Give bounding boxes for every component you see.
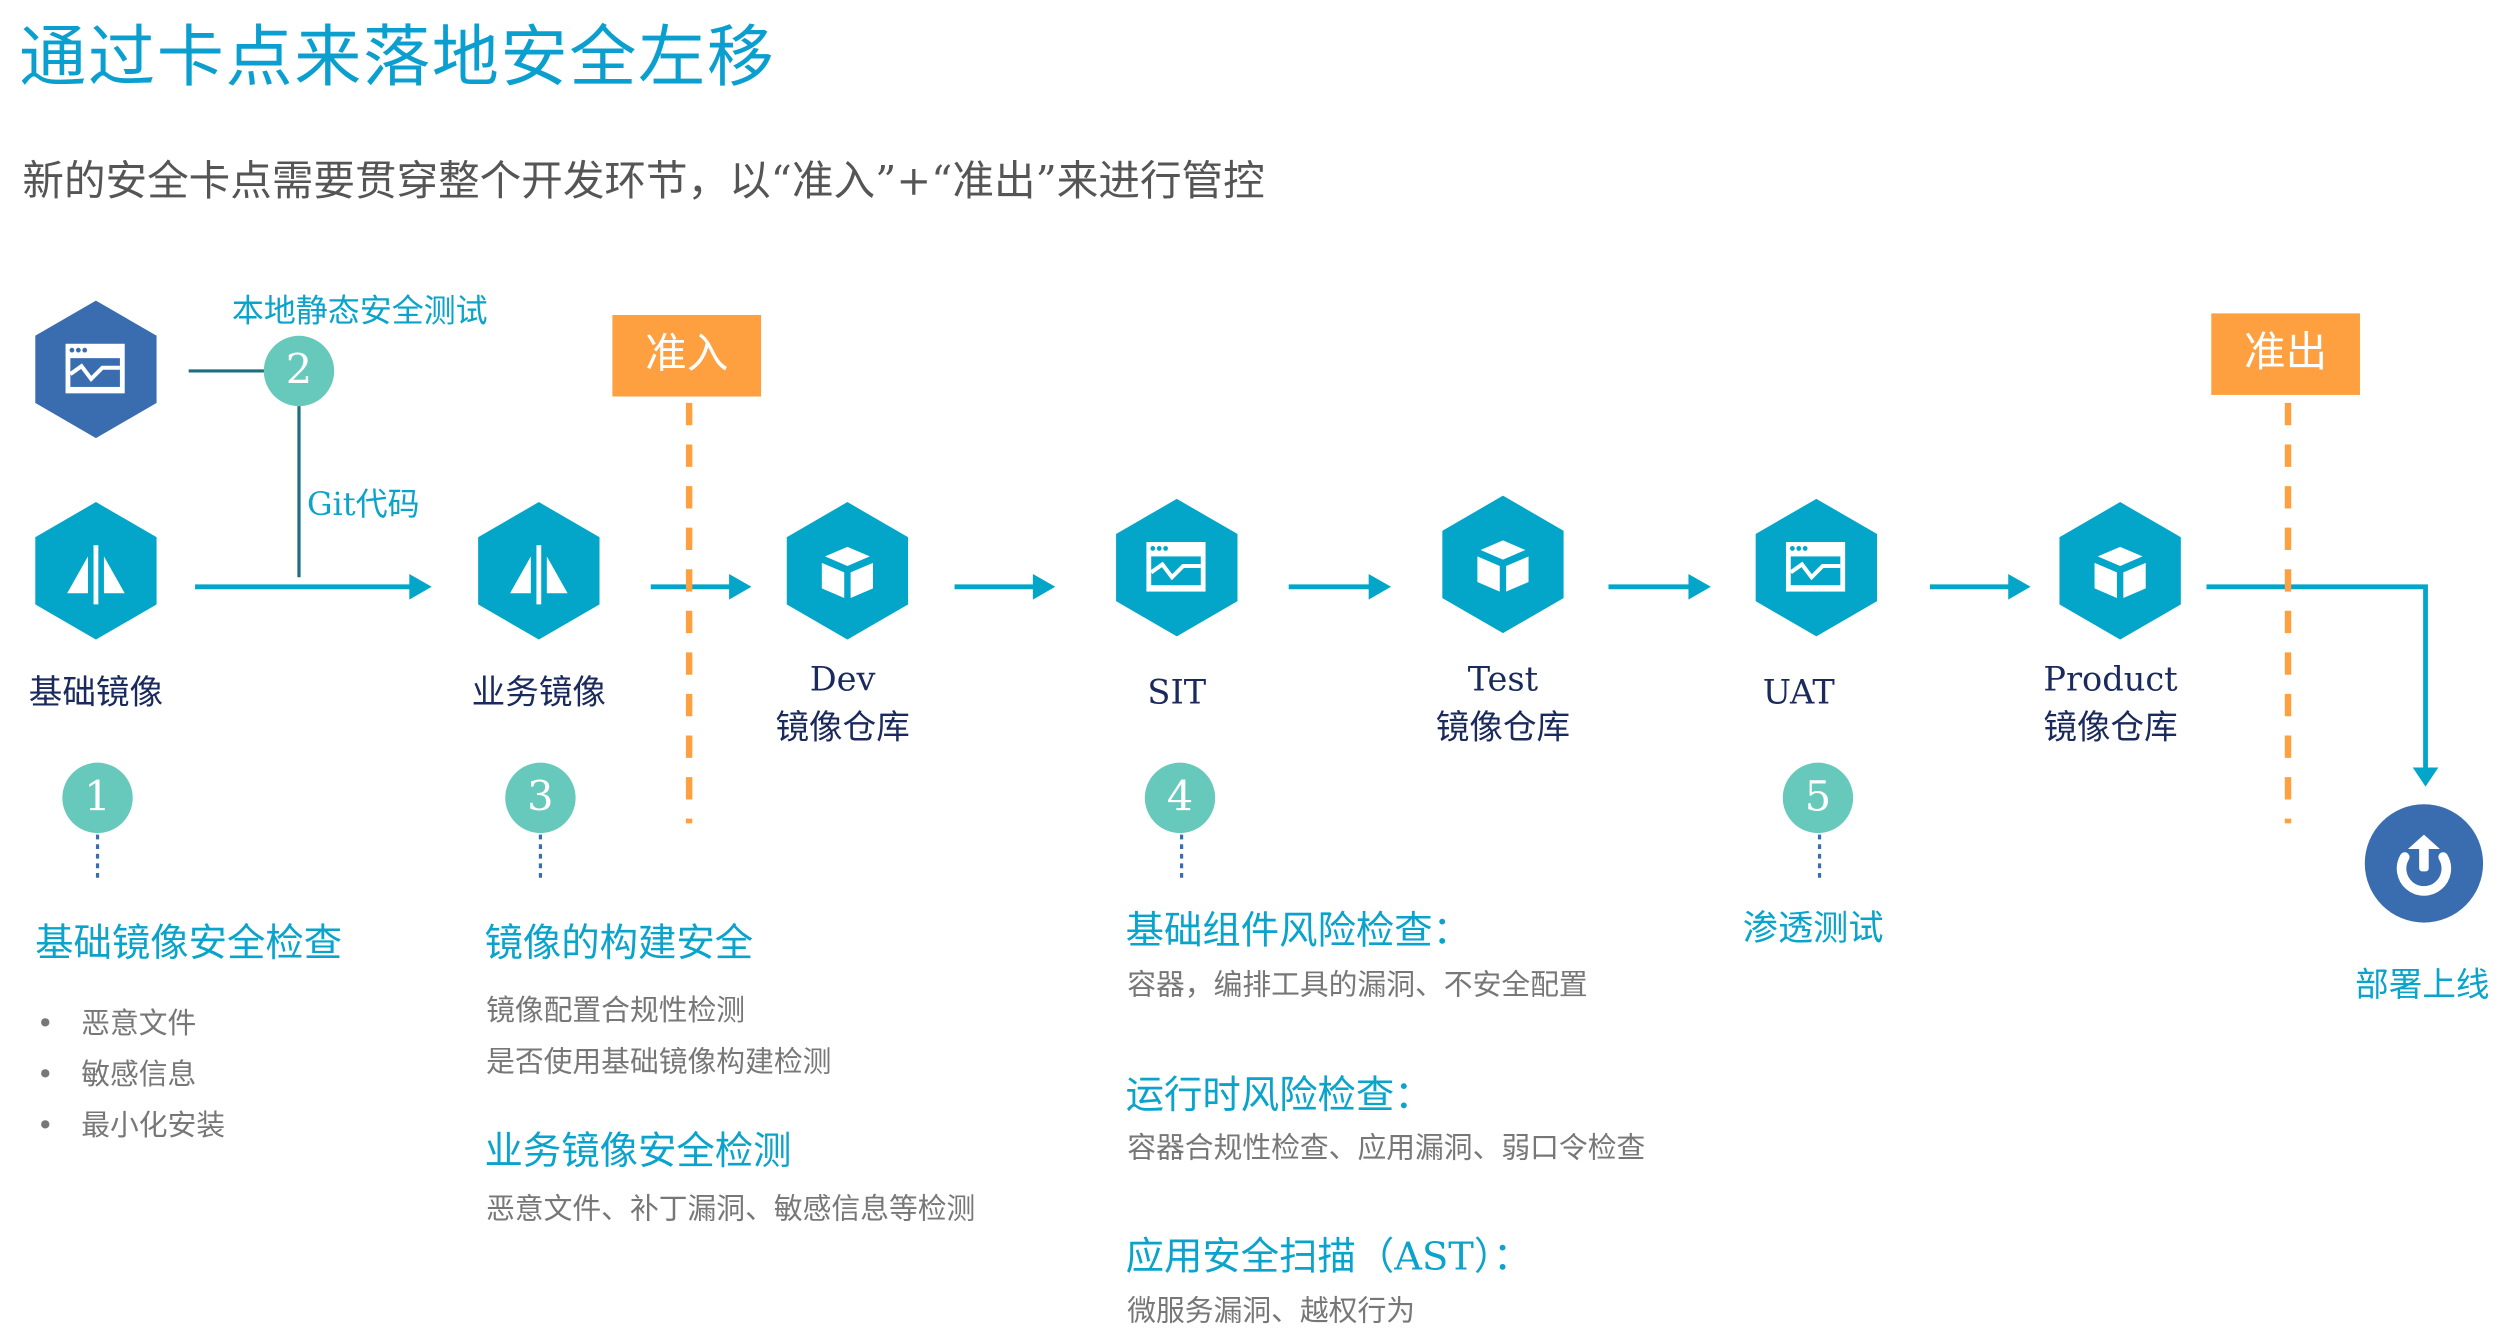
local-test-label: 本地静态安全测试 <box>231 290 488 330</box>
page-subtitle: 新的安全卡点需要贯穿整个开发环节，以“准入”+“准出”来进行管控 <box>22 158 1265 207</box>
deploy-label: 部署上线 <box>2355 965 2490 1005</box>
section-pentest-title: 渗透测试 <box>1742 909 1884 950</box>
section-base-image-check-title: 基础镜像安全检查 <box>35 920 343 966</box>
mirror-icon <box>35 502 157 640</box>
deploy-icon <box>2396 834 2452 896</box>
bullet-item: • 最小化安装 <box>36 1109 226 1144</box>
node-uat <box>1755 498 1878 637</box>
window-chart-icon <box>35 300 157 439</box>
node-product-repo <box>2059 502 2181 640</box>
section-text: 恶意文件、补丁漏洞、敏感信息等检测 <box>486 1192 976 1227</box>
bullet-item: • 敏感信息 <box>36 1058 197 1093</box>
node-label: Test <box>1467 660 1539 699</box>
node-sublabel: 镜像仓库 <box>775 708 910 747</box>
section-text: 微服务漏洞、越权行为 <box>1127 1295 1416 1329</box>
step-1-badge: 1 <box>62 762 133 834</box>
step-5-badge: 5 <box>1782 762 1854 834</box>
page-title: 通过卡点来落地安全左移 <box>19 17 776 96</box>
section-text: 镜像配置合规性检测 <box>486 994 746 1029</box>
deploy-node <box>2364 804 2484 923</box>
gate-out-badge: 准出 <box>2211 313 2360 395</box>
bullet-text: 恶意文件 <box>81 1007 197 1041</box>
node-label: SIT <box>1147 673 1207 712</box>
section-text: 是否使用基础镜像构建检测 <box>486 1045 832 1080</box>
node-label: 基础镜像 <box>28 673 164 712</box>
section-runtime-risk-title: 运行时风险检查： <box>1125 1072 1433 1118</box>
box-icon <box>1442 495 1564 634</box>
section-biz-image-check-title: 业务镜像安全检测 <box>484 1128 792 1174</box>
section-build-security-title: 镜像的构建安全 <box>484 920 754 966</box>
box-icon <box>2059 502 2181 640</box>
node-sublabel: 镜像仓库 <box>2043 708 2178 747</box>
node-label: Product <box>2043 660 2178 699</box>
node-dev-repo <box>786 502 909 640</box>
node-label: UAT <box>1762 673 1835 712</box>
window-chart-icon <box>1755 498 1878 637</box>
node-label: Dev <box>809 660 876 699</box>
section-text: 容器，编排工具的漏洞、不安全配置 <box>1127 968 1588 1003</box>
node-label: 业务镜像 <box>471 673 606 712</box>
git-label: Git代码 <box>306 484 420 523</box>
local-test-node <box>35 300 157 439</box>
step-3-badge: 3 <box>505 762 576 834</box>
bullet-text: 最小化安装 <box>81 1109 226 1144</box>
box-icon <box>786 502 909 640</box>
section-component-risk-title: 基础组件风险检查： <box>1125 908 1471 953</box>
node-sublabel: 镜像仓库 <box>1435 708 1571 747</box>
node-base-image <box>35 502 157 640</box>
node-test-repo <box>1442 495 1564 634</box>
section-text: 容器合规性检查、应用漏洞、弱口令检查 <box>1127 1132 1646 1166</box>
bullet-text: 敏感信息 <box>81 1058 197 1093</box>
step-4-badge: 4 <box>1144 762 1216 834</box>
bullet-item: • 恶意文件 <box>36 1007 197 1041</box>
window-chart-icon <box>1116 498 1238 637</box>
node-biz-image <box>478 502 600 640</box>
deploy-arrow <box>2206 584 2428 771</box>
section-ast-title: 应用安全扫描（AST）： <box>1125 1234 1532 1280</box>
mirror-icon <box>478 502 600 640</box>
node-sit <box>1116 498 1238 637</box>
gate-in-badge: 准入 <box>612 314 762 397</box>
step-2-badge: 2 <box>263 335 335 407</box>
